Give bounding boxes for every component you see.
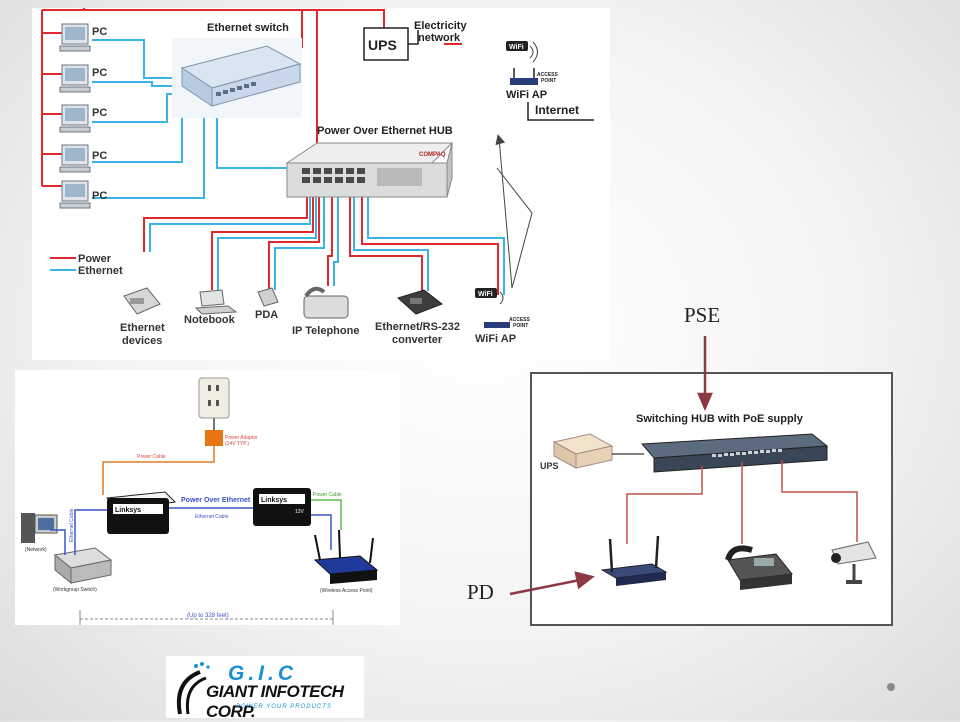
pc-icon <box>59 180 91 209</box>
ups-icon <box>552 433 614 469</box>
ups-label-right: UPS <box>540 461 559 471</box>
hub-cables <box>626 460 858 544</box>
pd-arrow <box>509 578 581 596</box>
distance-label: (Up to 328 feet) <box>187 613 229 619</box>
internet-label: Internet <box>535 103 579 117</box>
device-pda <box>257 287 279 307</box>
wifi-top-label: WiFi AP <box>506 89 547 101</box>
pc-label: PC <box>92 107 107 119</box>
device-ethernet-label-1: Ethernet <box>120 322 165 334</box>
device-notebook <box>194 289 238 315</box>
device-converter-label-2: converter <box>392 334 443 346</box>
power-cable-label: Power Cable <box>137 454 166 460</box>
switch-title: Ethernet switch <box>207 22 289 34</box>
poe-splitter-icon: Linksys 12V <box>253 488 311 526</box>
power-adaptor-icon <box>205 430 223 446</box>
power-lines <box>41 6 499 295</box>
poe-network-svg: PC PC PC PC PC Ethernet switch UPS Elect… <box>41 6 594 347</box>
ip-phone-icon <box>725 545 793 590</box>
pd-label: PD <box>467 580 494 604</box>
ethernet-switch <box>172 38 302 118</box>
device-pda-label: PDA <box>255 309 278 321</box>
ethernet-lines <box>92 39 505 295</box>
device-ip-phone <box>303 286 349 319</box>
legend-ethernet: Ethernet <box>78 265 123 277</box>
pc-label: PC <box>92 67 107 79</box>
logo-gic: G.I.C <box>228 662 298 685</box>
access-point-icon <box>600 535 668 586</box>
access-point-label: POINT <box>513 323 528 329</box>
device-wifi-label: WiFi AP <box>475 333 516 345</box>
logo-tagline: POWER YOUR PRODUCTS <box>236 704 332 710</box>
device-converter <box>397 289 444 315</box>
poe-injector-icon: Linksys <box>106 491 177 534</box>
pse-label: PSE <box>684 303 721 327</box>
device-converter-label-1: Ethernet/RS-232 <box>375 321 460 333</box>
ups-label: UPS <box>368 37 397 53</box>
pd-arrowhead <box>574 571 595 590</box>
ethernet-cable-vertical-label: Ethernet Cable <box>69 508 75 542</box>
slide-indicator-dot <box>887 683 895 691</box>
poe-hub-diagram: Switching HUB with PoE supply UPS <box>530 372 893 626</box>
pc-group <box>59 23 91 209</box>
switching-hub-icon <box>640 433 829 473</box>
legend-power: Power <box>78 253 112 265</box>
device-ethernet <box>123 287 161 315</box>
legend: Power Ethernet <box>50 253 123 277</box>
wifi-badge: WiFi <box>509 44 524 51</box>
poe-hub-title: Power Over Ethernet HUB <box>317 125 453 137</box>
wap-label: (Wireless Access Point) <box>320 588 373 594</box>
access-point-label: POINT <box>541 78 556 84</box>
pc-icon <box>59 144 91 173</box>
poe-injector-diagram: Power Adaptor (24V TYP.) Power Cable (Ne… <box>15 370 400 625</box>
network-label: (Network) <box>25 547 47 553</box>
company-logo: G.I.C GIANT INFOTECH CORP. POWER YOUR PR… <box>166 656 364 721</box>
electricity-label-1: Electricity <box>414 20 467 32</box>
switching-hub-title: Switching HUB with PoE supply <box>636 413 804 425</box>
wifi-ap-top: WiFi ACCESS POINT <box>506 41 559 85</box>
power-adaptor-label-2: (24V TYP.) <box>225 441 249 447</box>
pc-label: PC <box>92 150 107 162</box>
logo-company-name: GIANT INFOTECH CORP. <box>206 682 344 721</box>
pc-icon <box>59 104 91 133</box>
workgroup-label: (Workgroup Switch) <box>53 587 97 593</box>
injector-brand: Linksys <box>115 507 141 514</box>
workgroup-switch-icon <box>53 547 113 585</box>
splitter-voltage: 12V <box>295 509 305 515</box>
security-camera-icon <box>831 541 877 584</box>
device-wifi-ap: WiFi ACCESS POINT <box>475 288 531 329</box>
hub-brand: COMPAQ <box>419 152 446 158</box>
logo-swoosh-icon <box>177 662 210 715</box>
wireless-access-point-icon <box>313 529 379 584</box>
ups-box <box>363 27 409 61</box>
poe-title: Power Over Ethernet <box>181 497 251 504</box>
pc-icon <box>59 64 91 93</box>
device-ip-phone-label: IP Telephone <box>292 325 359 337</box>
pc-label: PC <box>92 26 107 38</box>
poe-hub-svg: Switching HUB with PoE supply UPS <box>540 413 877 590</box>
power-adaptor-label-1: Power Adaptor <box>225 435 258 441</box>
network-pc-icon <box>21 513 58 543</box>
poe-network-diagram: PC PC PC PC PC Ethernet switch UPS Elect… <box>32 6 610 360</box>
pse-arrowhead <box>697 392 713 412</box>
power-cable-line <box>102 446 215 495</box>
pc-icon <box>59 23 91 52</box>
electricity-label-2: network <box>418 32 461 44</box>
ethernet-cable-label: Ethernet Cable <box>195 514 229 520</box>
poe-injector-svg: Power Adaptor (24V TYP.) Power Cable (Ne… <box>21 377 379 625</box>
device-notebook-label: Notebook <box>184 314 236 326</box>
access-point-label: ACCESS <box>509 317 531 323</box>
splitter-brand: Linksys <box>261 497 287 504</box>
access-point-label: ACCESS <box>537 72 559 78</box>
device-ethernet-label-2: devices <box>122 335 162 347</box>
wifi-badge-small: WiFi <box>478 291 493 298</box>
power-cable-2-label: Power Cable <box>313 492 342 498</box>
pc-label: PC <box>92 190 107 202</box>
poe-hub: COMPAQ <box>285 142 454 198</box>
